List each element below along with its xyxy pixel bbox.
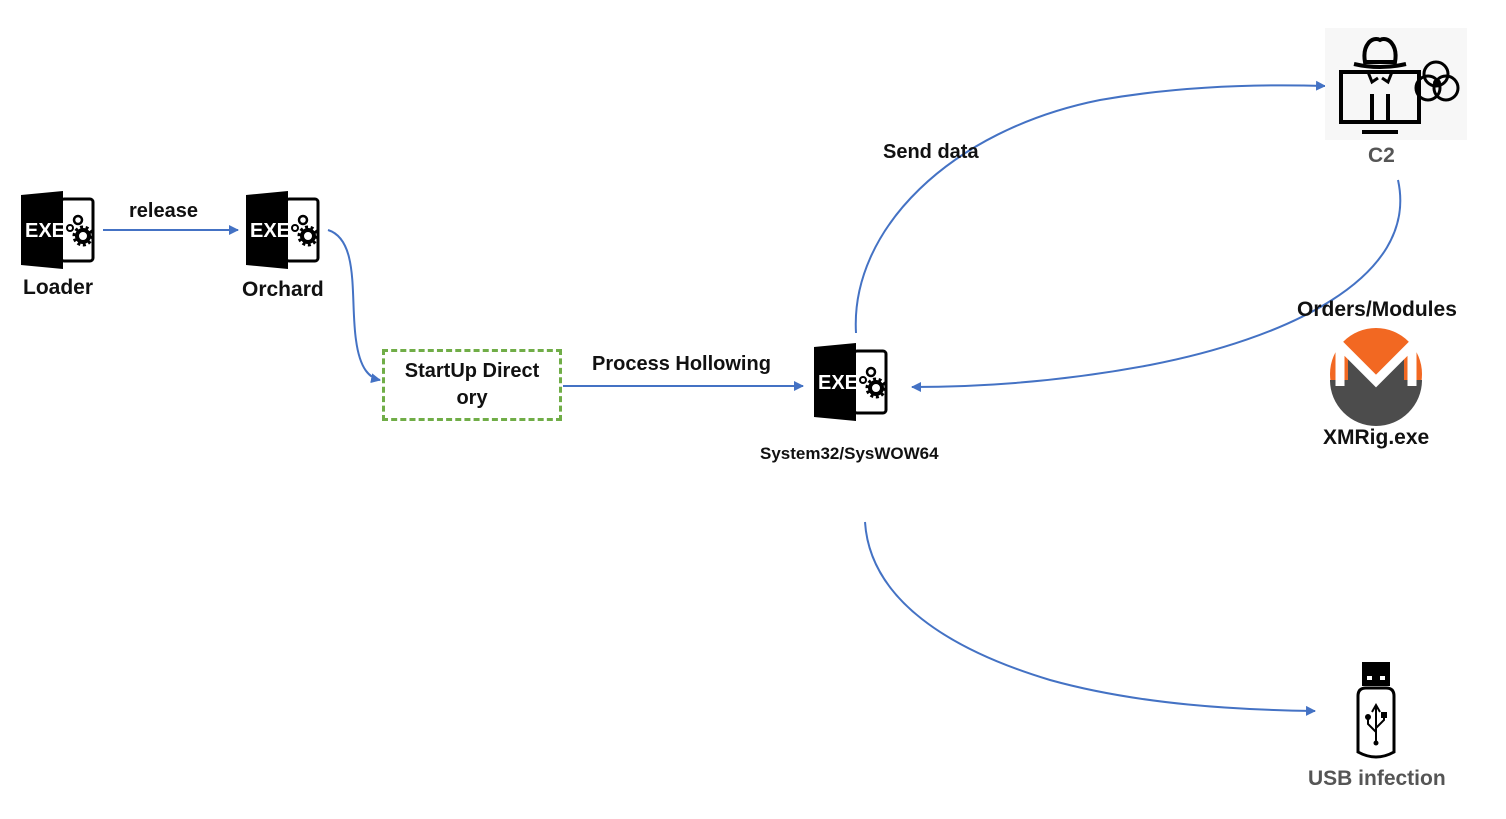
xmrig-label: XMRig.exe — [1323, 426, 1430, 449]
usb-drive-icon — [1356, 662, 1396, 759]
edge-orchard-to-startup — [327, 229, 381, 384]
edge-usb-infection — [864, 521, 1316, 716]
hacker-monitor-biohazard-icon — [1325, 28, 1467, 140]
orchard-label: Orchard — [242, 278, 324, 301]
orders-modules-label: Orders/Modules — [1297, 298, 1457, 321]
monero-logo-icon — [1330, 328, 1422, 426]
send-data-label: Send data — [883, 141, 979, 163]
process-hollowing-label: Process Hollowing — [592, 353, 771, 375]
edge-orders-modules — [911, 179, 1402, 392]
system32-exe-icon — [812, 341, 888, 423]
edge-send-data — [854, 80, 1326, 334]
usb-infection-label: USB infection — [1308, 767, 1446, 790]
startup-directory-node: StartUp Direct ory — [382, 349, 562, 421]
release-edge-label: release — [129, 200, 198, 222]
startup-line-2: ory — [456, 387, 488, 409]
loader-label: Loader — [23, 276, 94, 299]
c2-label: C2 — [1368, 144, 1395, 167]
system32-label: System32/SysWOW64 — [760, 444, 939, 463]
startup-line-1: StartUp Direct — [404, 360, 540, 382]
orchard-exe-icon — [244, 189, 320, 271]
loader-exe-icon — [19, 189, 95, 271]
